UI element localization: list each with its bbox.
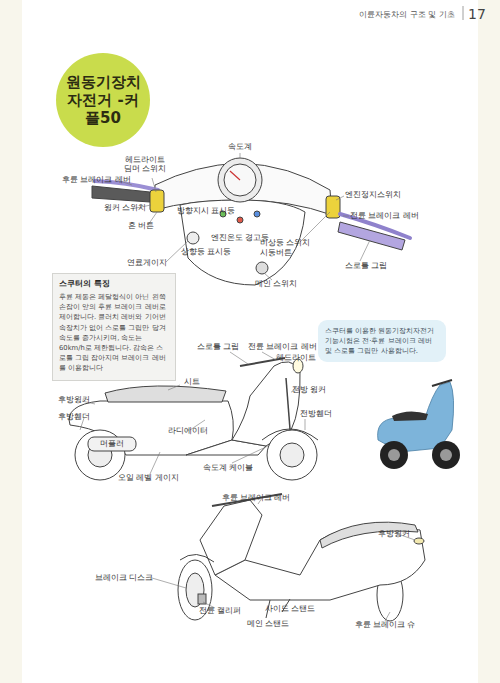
part-label: 혼 버튼 (128, 222, 154, 231)
front-shield (200, 500, 262, 575)
page-header: 17 (468, 6, 486, 22)
speedometer-dial (224, 164, 256, 196)
photo-hub (388, 449, 400, 461)
header-divider (463, 6, 464, 20)
part-label: 후륜 브레이크 레버 (222, 494, 291, 503)
fuel-gauge (187, 232, 199, 244)
part-label: 연료게이지 (127, 259, 167, 268)
part-label: 속도계 (228, 143, 252, 152)
box-heading: 스쿠터의 특징 (59, 279, 169, 289)
page-header: 이륜자동차의 구조 및 기초 (359, 10, 455, 19)
part-label: 머플러 (100, 440, 124, 449)
leader-line (336, 196, 344, 200)
speedometer-needle (230, 171, 240, 180)
box-text: 후륜 제동은 페달형식이 아닌 왼쪽 손잡이 앞의 후륜 브레이크 레버로 제어… (59, 292, 169, 374)
part-label: 속도계 케이블 (203, 464, 253, 473)
indicator-lamp (254, 211, 260, 217)
part-label: 전륜 브레이크 레버 (248, 343, 317, 352)
part-label: 전륜 브레이크 레버 (350, 212, 419, 221)
leader-line (240, 153, 241, 158)
page-title: 원동기장치 자전거 -커플50 (60, 73, 146, 127)
part-label: 브레이크 디스크 (95, 574, 153, 583)
photo-handlebar (432, 380, 452, 386)
part-label: 헤드라이트 딤머 스위치 (120, 156, 170, 173)
leader-line (232, 445, 270, 463)
throttle-grip (338, 222, 405, 250)
box-text: 스쿠터를 이용한 원동기장치자전거 기능시험은 전·후륜 브레이크 레버 및 스… (325, 326, 439, 356)
leader-line (168, 385, 180, 390)
part-label: 후방휀더 (58, 413, 90, 422)
feature-box: 스쿠터의 특징후륜 제동은 페달형식이 아닌 왼쪽 손잡이 앞의 후륜 브레이크… (52, 273, 176, 381)
part-label: 메인 스탠드 (247, 620, 289, 629)
part-label: 엔진정지스위치 (345, 191, 401, 200)
title-badge (56, 53, 150, 147)
part-label: 전방 윙커 (292, 386, 326, 395)
part-label: 전륜 캘리퍼 (199, 607, 241, 616)
part-label: 전방휀더 (300, 410, 332, 419)
caliper (198, 594, 206, 604)
seat (105, 386, 226, 402)
front-wheel (267, 430, 317, 480)
leader-line (385, 612, 390, 621)
part-label: 라디에이터 (168, 427, 208, 436)
part-label: 후륜 브레이크 슈 (355, 621, 416, 630)
part-label: 방향지시 표시등 (177, 207, 235, 216)
note-box: 스쿠터를 이용한 원동기장치자전거 기능시험은 전·후륜 브레이크 레버 및 스… (318, 320, 446, 362)
leader-line (262, 352, 276, 360)
part-label: 헤드라이트 (276, 354, 316, 363)
leader-line (289, 362, 294, 364)
photo-seat (392, 411, 428, 421)
rear-winker (414, 538, 424, 544)
part-label: 후륜 브레이크 레버 (62, 176, 131, 185)
part-label: 스로틀 그립 (197, 343, 239, 352)
part-label: 윙커 스위치 (104, 204, 146, 213)
speedometer (218, 158, 262, 202)
photo-body (378, 382, 454, 452)
part-label: 시트 (184, 378, 200, 387)
leader-line (360, 240, 370, 261)
leader-line (343, 216, 349, 217)
part-label: 사이드 스탠드 (265, 605, 315, 614)
switch-block (150, 190, 164, 212)
leader-line (300, 212, 330, 242)
leader-line (152, 178, 156, 192)
seat (320, 522, 418, 548)
part-label: 상향등 표시등 (181, 248, 231, 257)
leader-line (305, 419, 306, 430)
muffler (88, 437, 136, 451)
left-grip (92, 186, 150, 202)
photo-wheel (432, 441, 460, 469)
indicator-lamp (237, 217, 243, 223)
leader-line (230, 352, 248, 364)
part-label: 오일 레벨 게이지 (118, 474, 179, 483)
page-sheet (22, 0, 478, 683)
part-label: 후방윙커 (58, 396, 90, 405)
part-label: 비상등 스위치 (260, 239, 310, 248)
wheel-hub (280, 443, 304, 467)
photo-hub (440, 449, 452, 461)
leader-line (264, 273, 272, 280)
part-label: 후방윙커 (378, 530, 410, 539)
main-switch (256, 262, 268, 274)
scooter-photo (378, 380, 460, 469)
part-label: 시동버튼 (260, 249, 292, 258)
photo-wheel (380, 441, 408, 469)
part-label: 메인 스위치 (255, 280, 297, 289)
front-fender (180, 554, 214, 562)
leader-line (150, 452, 160, 474)
rear-body (69, 401, 233, 455)
leader-line (152, 578, 186, 588)
part-label: 스로틀 그립 (345, 262, 387, 271)
